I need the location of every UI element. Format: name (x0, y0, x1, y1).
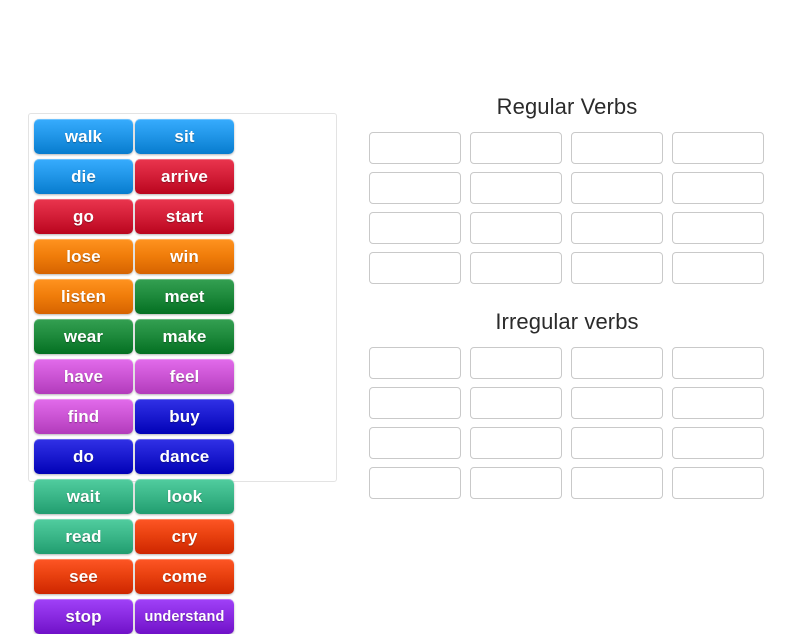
drop-zone-irregular-verbs: Irregular verbs (367, 308, 767, 499)
word-tile[interactable]: have (34, 359, 133, 394)
drop-slot[interactable] (571, 387, 663, 419)
drop-slot[interactable] (470, 172, 562, 204)
slot-grid-irregular-verbs (367, 347, 767, 499)
drop-slot[interactable] (571, 132, 663, 164)
word-tile[interactable]: win (135, 239, 234, 274)
drop-slot[interactable] (571, 427, 663, 459)
drop-slot[interactable] (672, 387, 764, 419)
slot-grid-regular-verbs (367, 132, 767, 284)
word-tile[interactable]: wear (34, 319, 133, 354)
drop-slot[interactable] (369, 427, 461, 459)
drop-slot[interactable] (470, 252, 562, 284)
drop-slot[interactable] (672, 347, 764, 379)
drop-slot[interactable] (571, 347, 663, 379)
word-tile[interactable]: make (135, 319, 234, 354)
word-tile[interactable]: sit (135, 119, 234, 154)
drop-slot[interactable] (672, 467, 764, 499)
word-tile[interactable]: see (34, 559, 133, 594)
drop-slot[interactable] (470, 427, 562, 459)
zone-title-irregular-verbs: Irregular verbs (495, 309, 639, 334)
drop-slot[interactable] (369, 347, 461, 379)
drop-slot[interactable] (369, 212, 461, 244)
drop-slot[interactable] (470, 467, 562, 499)
drop-slot[interactable] (369, 252, 461, 284)
word-tile[interactable]: die (34, 159, 133, 194)
word-tile[interactable]: dance (135, 439, 234, 474)
word-tile[interactable]: understand (135, 599, 234, 634)
drop-slot[interactable] (672, 252, 764, 284)
word-tile[interactable]: cry (135, 519, 234, 554)
drop-slot[interactable] (571, 467, 663, 499)
drop-slot[interactable] (672, 427, 764, 459)
drop-slot[interactable] (470, 387, 562, 419)
drop-slot[interactable] (470, 347, 562, 379)
word-tile[interactable]: lose (34, 239, 133, 274)
word-tile[interactable]: listen (34, 279, 133, 314)
drop-slot[interactable] (369, 387, 461, 419)
drop-zone-regular-verbs: Regular Verbs (367, 93, 767, 284)
drop-slot[interactable] (369, 172, 461, 204)
word-tile[interactable]: do (34, 439, 133, 474)
word-tile[interactable]: stop (34, 599, 133, 634)
drop-slot[interactable] (470, 212, 562, 244)
drop-slot[interactable] (470, 132, 562, 164)
word-tile[interactable]: read (34, 519, 133, 554)
drop-slot[interactable] (672, 172, 764, 204)
drop-slot[interactable] (571, 252, 663, 284)
word-tile[interactable]: arrive (135, 159, 234, 194)
drop-slot[interactable] (672, 212, 764, 244)
drop-slot[interactable] (571, 172, 663, 204)
word-tile[interactable]: buy (135, 399, 234, 434)
drop-slot[interactable] (369, 467, 461, 499)
drop-slot[interactable] (571, 212, 663, 244)
drop-slot[interactable] (369, 132, 461, 164)
word-tile[interactable]: find (34, 399, 133, 434)
drop-slot[interactable] (672, 132, 764, 164)
word-tile[interactable]: start (135, 199, 234, 234)
word-tile[interactable]: feel (135, 359, 234, 394)
word-tile[interactable]: walk (34, 119, 133, 154)
zone-title-regular-verbs: Regular Verbs (496, 94, 638, 119)
word-tile[interactable]: come (135, 559, 234, 594)
word-tile[interactable]: go (34, 199, 133, 234)
word-tile[interactable]: look (135, 479, 234, 514)
word-tile[interactable]: wait (34, 479, 133, 514)
word-tile[interactable]: meet (135, 279, 234, 314)
